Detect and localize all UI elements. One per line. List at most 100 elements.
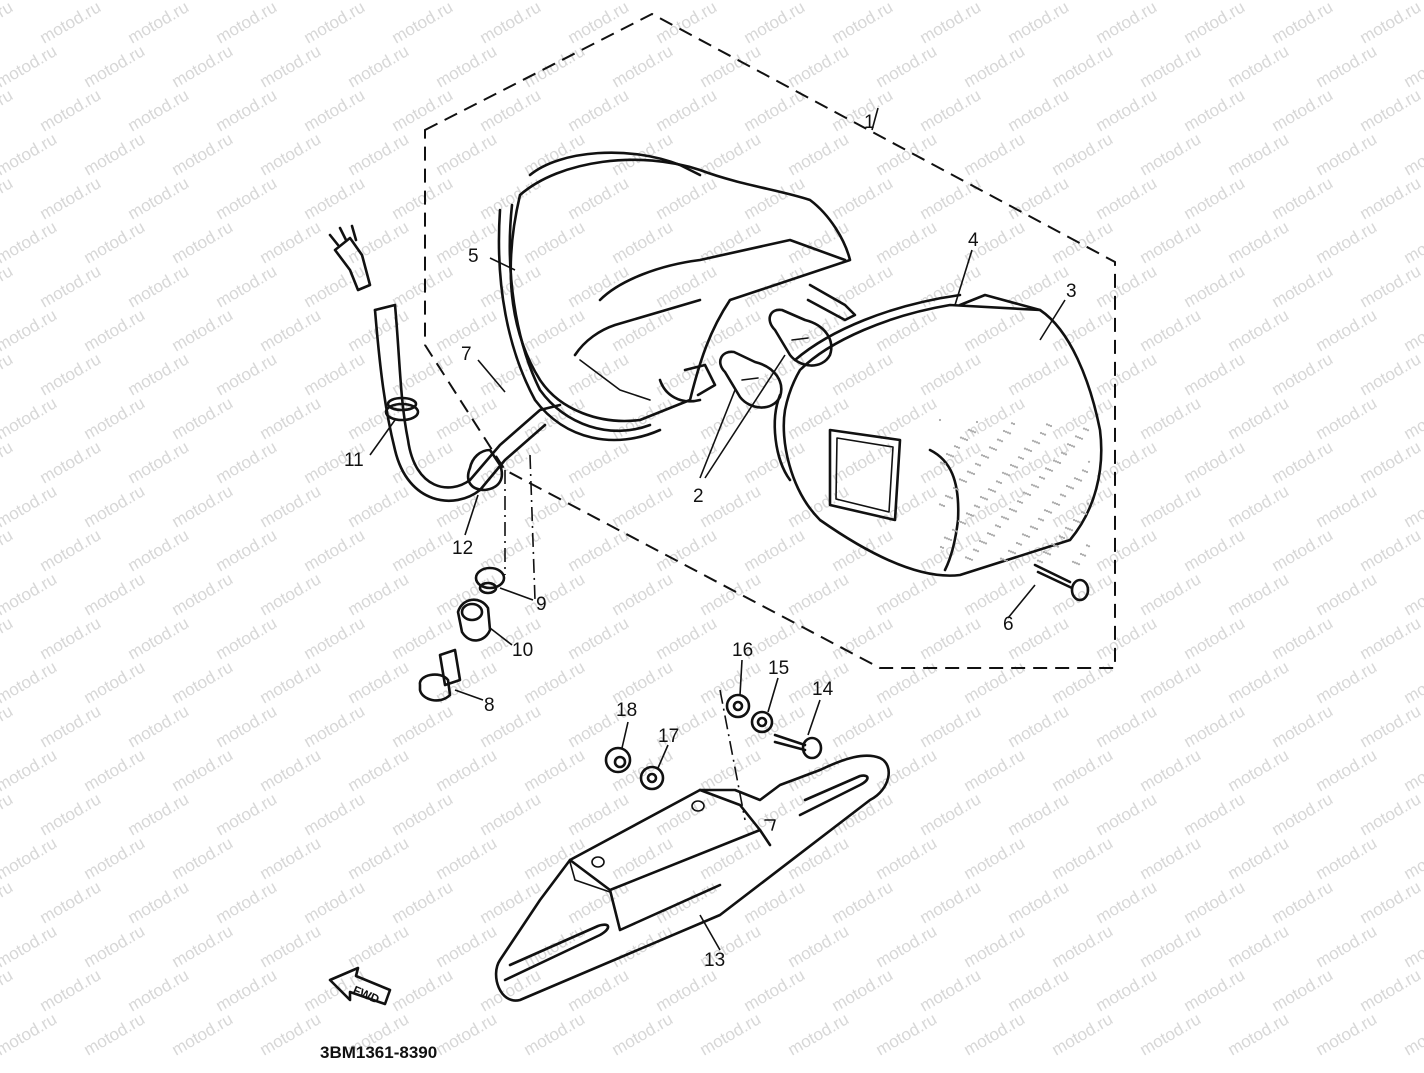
watermark-text: motod.ru — [873, 393, 941, 443]
watermark-text: motod.ru — [213, 525, 281, 575]
lens-texture-dot — [975, 549, 977, 551]
lens-texture-dot — [1005, 431, 1007, 433]
lens-texture-dot — [1079, 437, 1081, 439]
lens-texture-dot — [1012, 551, 1014, 553]
callout-13: 13 — [704, 950, 725, 971]
lens-texture-dot — [1002, 472, 1004, 474]
lens-texture-dot — [1012, 465, 1014, 467]
lens-texture-dot — [1088, 461, 1090, 463]
watermark-text: motod.ru — [301, 349, 369, 399]
watermark-text: motod.ru — [1313, 217, 1381, 267]
lens-texture-dot — [1028, 449, 1030, 451]
watermark-text: motod.ru — [785, 569, 853, 619]
lens-texture-dot — [974, 505, 976, 507]
lens-texture-dot — [995, 524, 997, 526]
watermark-text: motod.ru — [785, 393, 853, 443]
watermark-text: motod.ru — [1401, 41, 1424, 91]
watermark-text: motod.ru — [1005, 877, 1073, 927]
lens-texture-dot — [1078, 563, 1080, 565]
watermark-text: motod.ru — [477, 965, 545, 1015]
watermark-text: motod.ru — [1093, 789, 1161, 839]
watermark-text: motod.ru — [565, 0, 633, 47]
watermark-text: motod.ru — [433, 745, 501, 795]
watermark-text: motod.ru — [565, 437, 633, 487]
lens-texture-dot — [986, 498, 988, 500]
watermark-text: motod.ru — [0, 393, 60, 443]
lens-texture-dot — [1088, 545, 1090, 547]
watermark-text: motod.ru — [1005, 0, 1073, 47]
lens-texture-dot — [1028, 536, 1030, 538]
lens-texture-dot — [1005, 517, 1007, 519]
diagram-code: 3BM1361-8390 — [320, 1043, 437, 1062]
watermark-text: motod.ru — [565, 85, 633, 135]
watermark-text: motod.ru — [1181, 613, 1249, 663]
lens-texture-dot — [1085, 513, 1087, 515]
lens-texture-dot — [943, 505, 945, 507]
watermark-text: motod.ru — [521, 305, 589, 355]
lens-texture-dot — [1038, 442, 1040, 444]
watermark-text: motod.ru — [433, 129, 501, 179]
lens-texture-dot — [977, 550, 979, 552]
watermark-text: motod.ru — [213, 701, 281, 751]
lens-texture-dot — [1022, 533, 1024, 535]
lens-texture-dot — [1000, 558, 1002, 560]
lens-texture-dot — [940, 546, 942, 548]
watermark-text: motod.ru — [1093, 173, 1161, 223]
lens-texture-dot — [1046, 510, 1048, 512]
lens-texture-dot — [1083, 512, 1085, 514]
lens-texture-dot — [1082, 554, 1084, 556]
watermark-text: motod.ru — [1401, 305, 1424, 355]
lens-texture-dot — [1046, 423, 1048, 425]
lens-texture-dot — [970, 430, 972, 432]
lens-texture-dot — [1063, 453, 1065, 455]
lens-texture-dot — [974, 431, 976, 433]
lens-texture-dot — [1051, 543, 1053, 545]
watermark-text: motod.ru — [389, 789, 457, 839]
watermark-text: motod.ru — [1401, 217, 1424, 267]
watermark-text: motod.ru — [81, 481, 149, 531]
lens-texture-dot — [1015, 510, 1017, 512]
lens-texture-dot — [1072, 487, 1074, 489]
watermark-text: motod.ru — [0, 789, 16, 839]
watermark-text: motod.ru — [1005, 789, 1073, 839]
watermark-text: motod.ru — [301, 789, 369, 839]
lens-texture-dot — [1008, 550, 1010, 552]
watermark-text: motod.ru — [1401, 393, 1424, 443]
watermark-text: motod.ru — [0, 965, 16, 1015]
lens-texture-dot — [958, 520, 960, 522]
lens-texture-dot — [1086, 544, 1088, 546]
lens-texture-dot — [1014, 466, 1016, 468]
fwd-label: FWD — [351, 983, 382, 1007]
watermark-text: motod.ru — [697, 217, 765, 267]
lens-texture-dot — [1021, 502, 1023, 504]
watermark-text: motod.ru — [1225, 481, 1293, 531]
watermark-text: motod.ru — [1269, 349, 1337, 399]
watermark-text: motod.ru — [961, 305, 1029, 355]
lens-texture-dot — [1071, 445, 1073, 447]
callout-14: 14 — [812, 679, 834, 700]
lens-texture-dot — [1001, 516, 1003, 518]
watermark-text: motod.ru — [961, 921, 1029, 971]
lens-texture-dot — [970, 514, 972, 516]
watermark-text: motod.ru — [1137, 217, 1205, 267]
watermark-text: motod.ru — [257, 305, 325, 355]
lens-texture-dot — [1044, 434, 1046, 436]
watermark-text: motod.ru — [917, 877, 985, 927]
watermark-text: motod.ru — [301, 613, 369, 663]
watermark-text: motod.ru — [873, 569, 941, 619]
watermark-text: motod.ru — [961, 657, 1029, 707]
lens-texture-dot — [1013, 510, 1015, 512]
watermark-text: motod.ru — [81, 1009, 149, 1059]
lens-texture-dot — [991, 534, 993, 536]
watermark-text: motod.ru — [0, 701, 16, 751]
lens-texture-dot — [954, 445, 956, 447]
callout-2: 2 — [693, 486, 704, 507]
watermark-text: motod.ru — [609, 305, 677, 355]
watermark-text: motod.ru — [0, 261, 16, 311]
lens-texture-dot — [1039, 476, 1041, 478]
watermark-text: motod.ru — [169, 921, 237, 971]
watermark-text: motod.ru — [1093, 965, 1161, 1015]
lens-texture-dot — [1008, 474, 1010, 476]
watermark-text: motod.ru — [961, 129, 1029, 179]
lens-texture-dot — [995, 449, 997, 451]
